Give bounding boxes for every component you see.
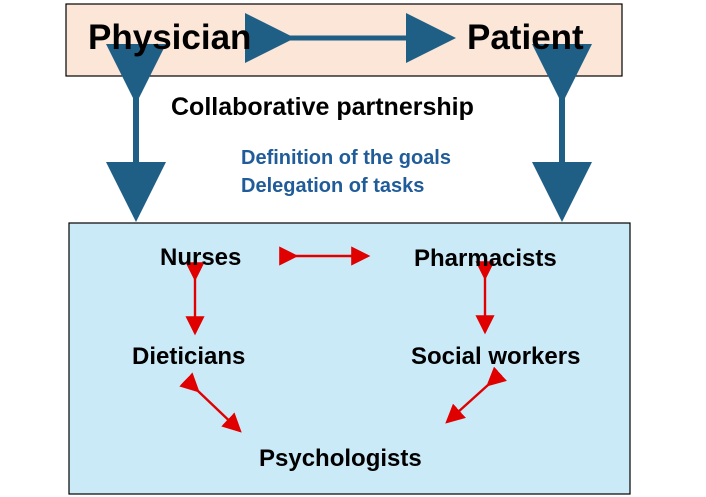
social-workers-label: Social workers: [411, 343, 581, 370]
collaborative-partnership-label: Collaborative partnership: [171, 93, 474, 121]
dieticians-psychologists-arrow: [179, 372, 242, 433]
patient-label: Patient: [467, 18, 584, 57]
dieticians-label: Dieticians: [132, 343, 246, 370]
pharmacists-label: Pharmacists: [414, 245, 557, 272]
nurses-label: Nurses: [160, 244, 242, 271]
psychologists-label: Psychologists: [259, 445, 422, 472]
definition-goals-label: Definition of the goals: [241, 147, 451, 169]
care-team-box: [68, 222, 631, 495]
socialworkers-psychologists-arrow: [445, 366, 507, 424]
physician-label: Physician: [88, 18, 252, 57]
delegation-tasks-label: Delegation of tasks: [241, 175, 425, 197]
